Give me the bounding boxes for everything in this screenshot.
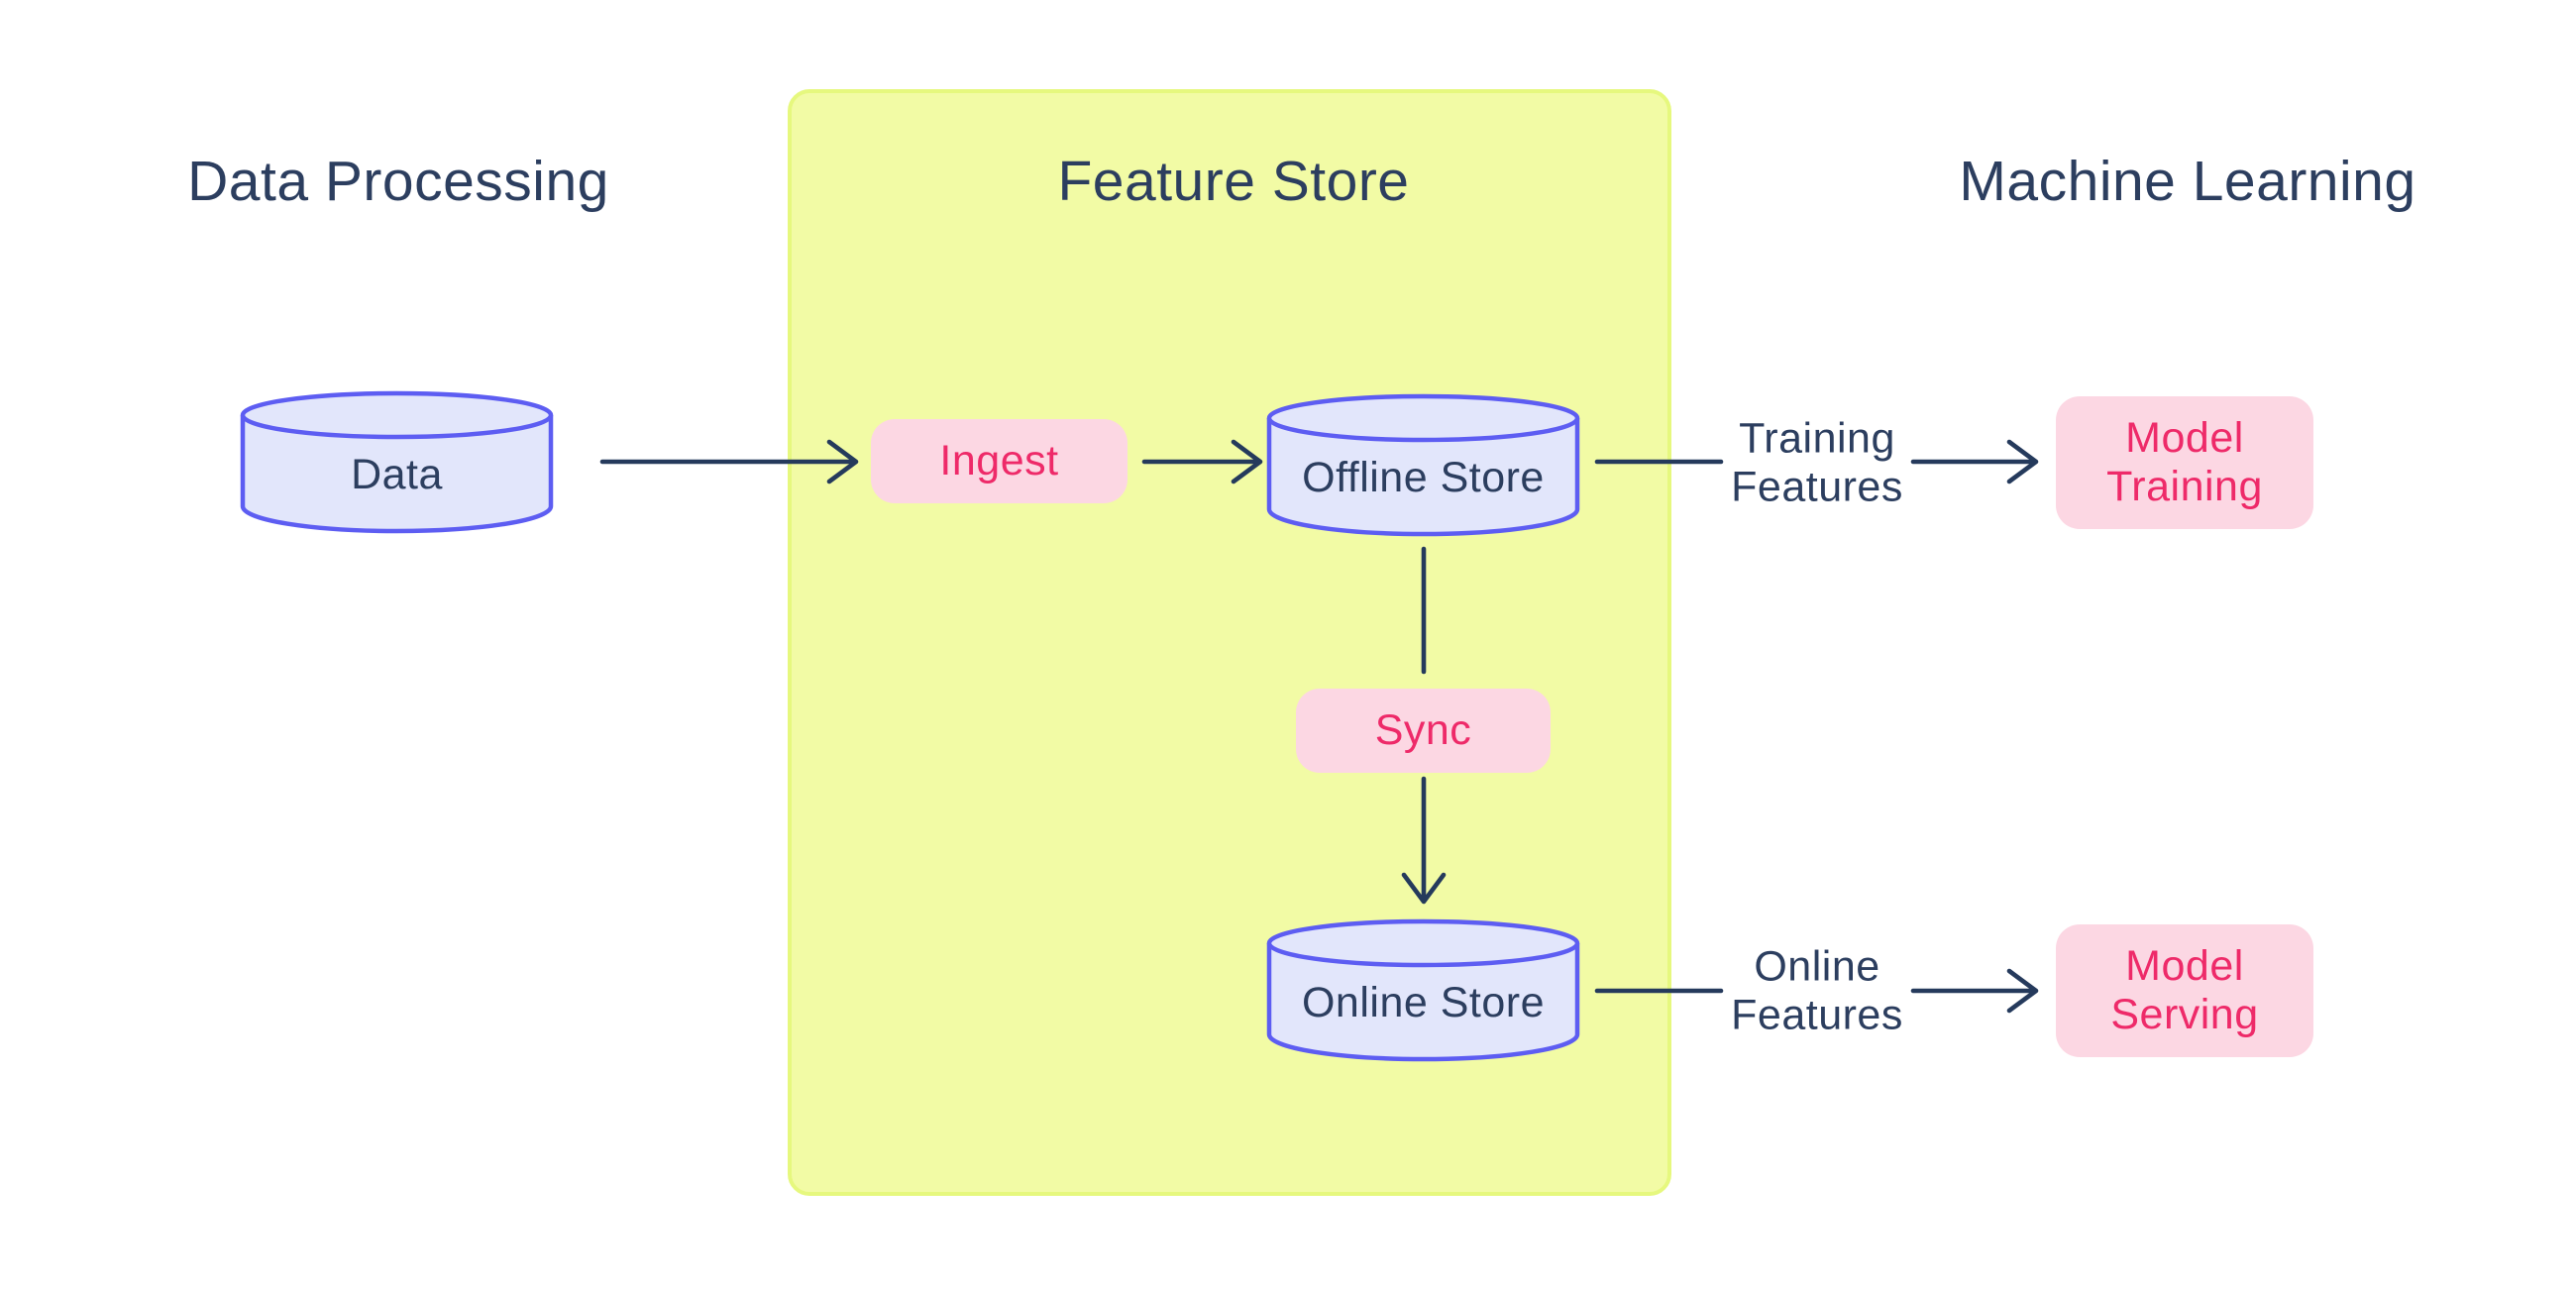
edge-label-training-features: Training Features xyxy=(1731,414,1903,511)
section-title-data-processing: Data Processing xyxy=(187,150,609,213)
arrow-data-to-ingest xyxy=(599,439,859,484)
arrow-online-features-to-model-serving xyxy=(1910,968,2039,1014)
edge-label-online-features: Online Features xyxy=(1731,942,1903,1039)
arrow-sync-to-online-store xyxy=(1401,776,1447,905)
database-cylinder-icon xyxy=(1266,918,1580,1062)
node-online-store-label: Online Store xyxy=(1301,979,1546,1026)
node-sync-label: Sync xyxy=(1374,706,1472,754)
node-offline-store-label: Offline Store xyxy=(1302,454,1545,501)
arrow-ingest-to-offline-store xyxy=(1141,439,1263,484)
node-model-serving: Model Serving xyxy=(2056,924,2313,1057)
node-offline-store: Offline Store xyxy=(1266,392,1580,538)
section-title-feature-store: Feature Store xyxy=(1057,150,1410,213)
node-sync: Sync xyxy=(1296,689,1551,773)
node-model-training: Model Training xyxy=(2056,396,2313,529)
arrow-training-features-to-model-training xyxy=(1910,439,2039,484)
node-data: Data xyxy=(240,389,554,535)
node-ingest: Ingest xyxy=(871,419,1127,503)
section-title-machine-learning: Machine Learning xyxy=(1959,150,2416,213)
database-cylinder-icon xyxy=(240,390,554,534)
database-cylinder-icon xyxy=(1266,393,1580,537)
node-ingest-label: Ingest xyxy=(939,437,1059,484)
node-online-store: Online Store xyxy=(1266,917,1580,1063)
node-data-label: Data xyxy=(351,451,443,498)
